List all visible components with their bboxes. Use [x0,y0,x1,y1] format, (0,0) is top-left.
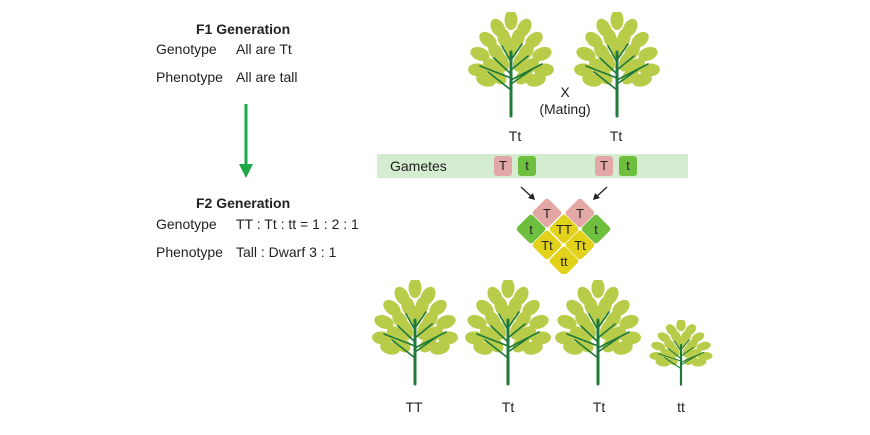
offspring-tree-hybrid-1-icon [465,280,551,386]
offspring-tree-hybrid-2-icon [555,280,641,386]
punnett-cell-left [516,214,546,244]
punnett-cell-right [581,214,611,244]
f2-genotype-label: Genotype [156,216,217,232]
gamete-p2-recessive: t [619,156,637,176]
parent-tree-2-icon [574,12,660,118]
f1-phenotype-value: All are tall [236,69,298,85]
punnett-mid-left-text: Tt [541,238,553,253]
offspring-tree-dwarf-icon [649,320,713,386]
arrow-right-icon [593,186,608,200]
f2-phenotype-value: Tall : Dwarf 3 : 1 [236,244,337,260]
offspring-label-3: Tt [592,399,606,415]
gamete-p1-dominant: T [494,156,512,176]
f1-phenotype-label: Phenotype [156,69,223,85]
punnett-cell-bottom [549,246,579,274]
punnett-cell-top-right [565,198,595,228]
punnett-center-text: TT [556,222,572,237]
f2-heading: F2 Generation [196,195,291,211]
cross-symbol: X [560,84,570,100]
offspring-label-4: tt [677,399,685,415]
punnett-left-text: t [529,222,533,237]
f2-genotype-value: TT : Tt : tt = 1 : 2 : 1 [236,216,359,232]
parent2-genotype: Tt [609,128,623,144]
punnett-diagram: T T t t TT Tt Tt tt [516,186,611,274]
f1-heading: F1 Generation [196,21,291,37]
punnett-top-left-text: T [543,206,551,221]
punnett-bottom-text: tt [560,254,568,269]
gamete-p1-recessive: t [518,156,536,176]
arrow-left-icon [520,186,535,200]
gametes-label: Gametes [390,158,447,174]
f1-genotype-value: All are Tt [236,41,292,57]
offspring-label-1: TT [405,399,423,415]
f2-phenotype-label: Phenotype [156,244,223,260]
mating-note: (Mating) [539,101,591,117]
punnett-cell-top-left [532,198,562,228]
punnett-cell-mid-left [532,230,562,260]
punnett-right-text: t [594,222,598,237]
offspring-label-2: Tt [501,399,515,415]
punnett-mid-right-text: Tt [574,238,586,253]
parent1-genotype: Tt [508,128,522,144]
punnett-top-right-text: T [576,206,584,221]
gamete-p2-dominant: T [595,156,613,176]
parent-tree-1-icon [468,12,554,118]
punnett-cell-mid-right [565,230,595,260]
offspring-tree-tt-dominant-icon [372,280,458,386]
punnett-cell-center [549,214,579,244]
down-arrow-icon [239,104,253,178]
f1-genotype-label: Genotype [156,41,217,57]
